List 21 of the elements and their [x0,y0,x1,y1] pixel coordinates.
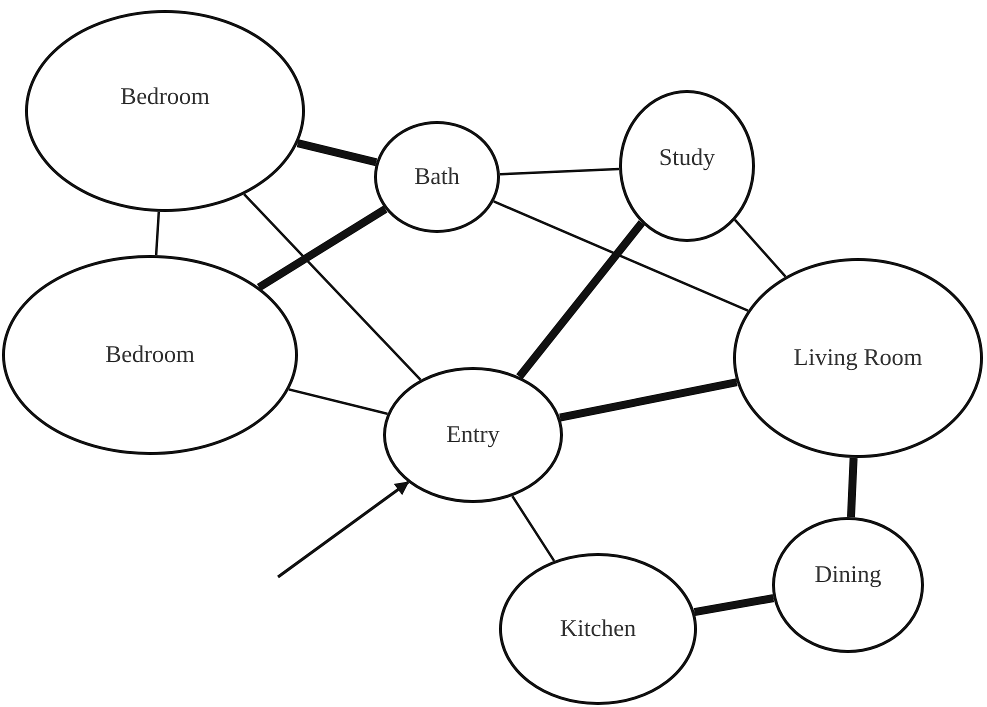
connector-line [511,495,556,562]
connector-line [243,193,422,381]
connector-line [256,206,388,291]
connector-line [296,139,378,166]
connector-line [559,378,738,422]
room-label: Bedroom [105,341,195,370]
room-label: Kitchen [560,615,636,644]
connector-line [694,594,774,616]
connector-line [154,212,160,256]
connector-line [734,219,786,278]
connector-line [493,200,748,312]
connector-line [500,168,620,176]
room-label: Bath [414,163,460,192]
room-label: Living Room [794,344,922,373]
room-label: Bedroom [120,83,210,112]
connector-line [847,458,858,518]
entrance-arrow [277,480,410,578]
connector-line [516,220,645,380]
room-label: Study [658,144,715,173]
room-label: Dining [814,561,882,590]
room-label: Entry [446,421,500,450]
